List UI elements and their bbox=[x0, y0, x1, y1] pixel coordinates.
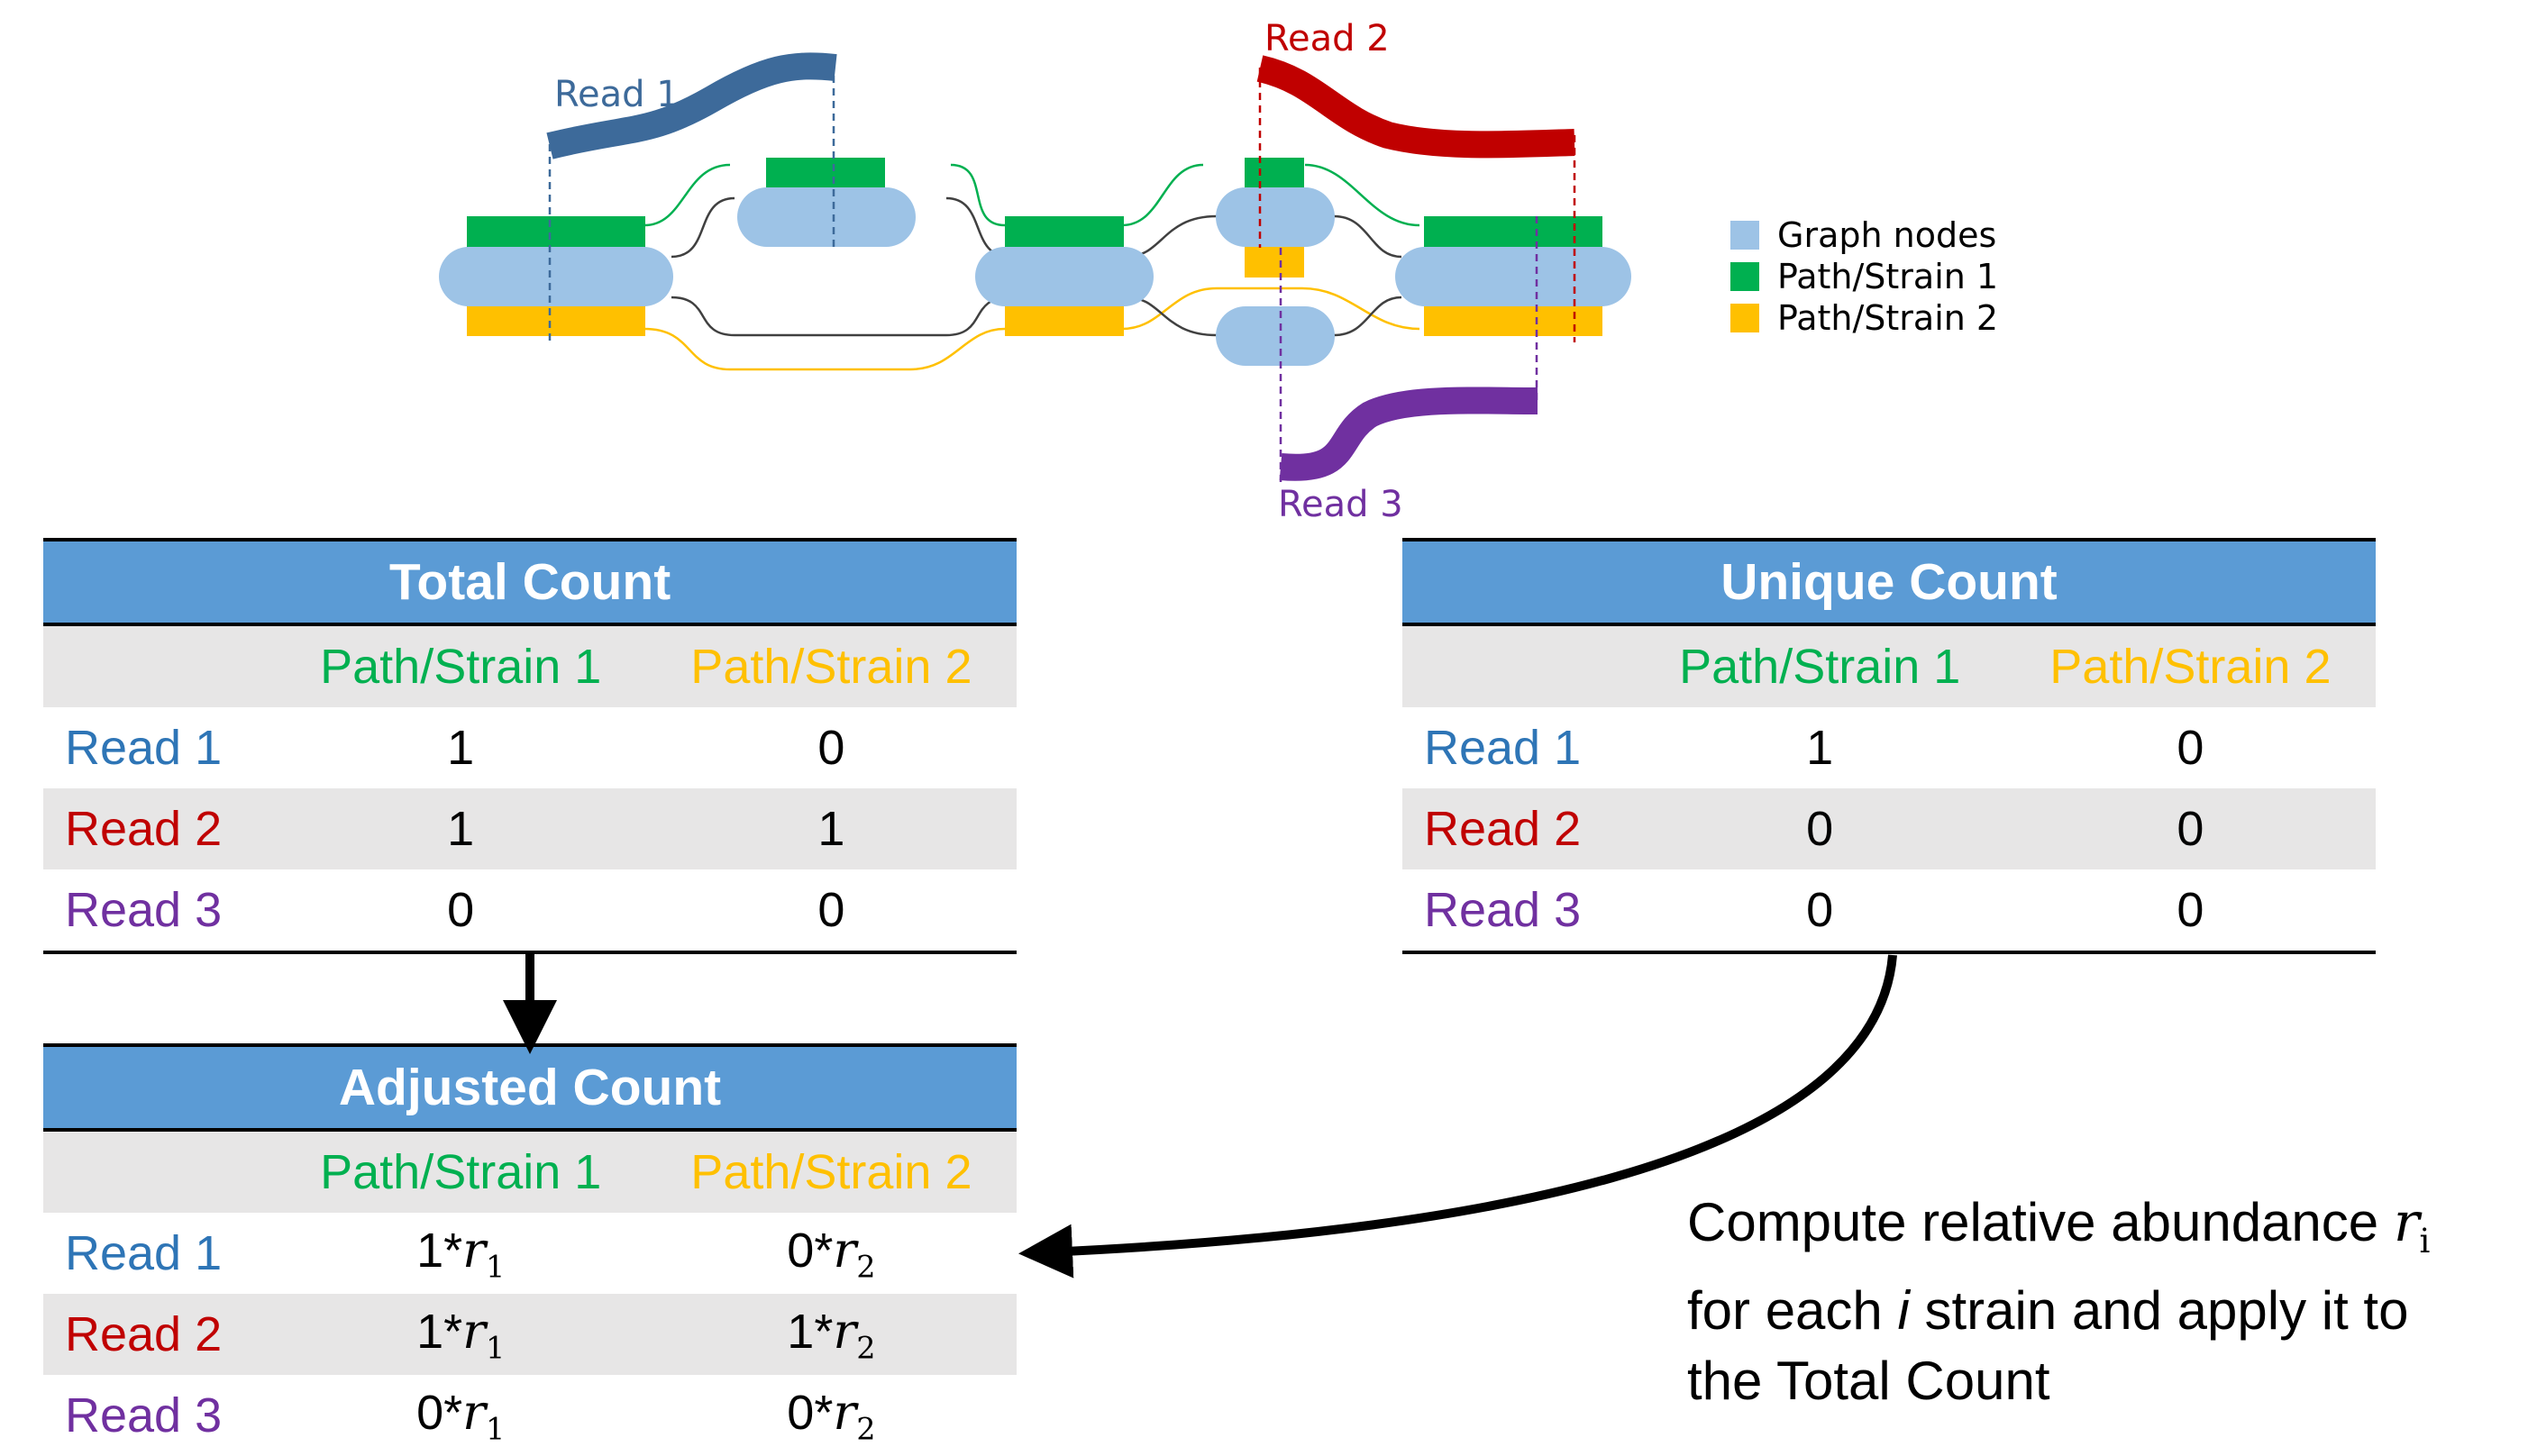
col-header-strain2: Path/Strain 2 bbox=[2004, 624, 2376, 707]
strain1-segment bbox=[1424, 216, 1602, 248]
cell-formula: 1*r1 bbox=[275, 1213, 646, 1294]
col-header-strain1: Path/Strain 1 bbox=[275, 1130, 646, 1213]
strain2-segment bbox=[1245, 246, 1304, 278]
strain1-segment bbox=[1245, 158, 1304, 189]
graph-node bbox=[737, 187, 916, 247]
table-row: Read 2 1 1 bbox=[43, 788, 1017, 869]
legend-label-strain1: Path/Strain 1 bbox=[1777, 257, 1998, 296]
table-row: Read 2 0 0 bbox=[1402, 788, 2376, 869]
strain1-segment bbox=[1005, 216, 1124, 248]
graph-nodes bbox=[439, 187, 1631, 366]
graph-node bbox=[1395, 247, 1631, 306]
graph-edge bbox=[1333, 296, 1402, 337]
graph-node bbox=[1216, 187, 1335, 247]
strain1-segment bbox=[766, 158, 885, 189]
cell-value: 0 bbox=[2004, 869, 2376, 954]
adjusted-count-table: Adjusted Count Path/Strain 1 Path/Strain… bbox=[43, 1043, 1017, 1456]
strain1-connector bbox=[1304, 163, 1420, 227]
graph-node bbox=[439, 247, 673, 306]
cell-value: 0 bbox=[1634, 788, 2005, 869]
legend-swatch-nodes bbox=[1730, 221, 1759, 250]
read1-curve bbox=[546, 52, 837, 159]
cell-formula: 1*r2 bbox=[645, 1294, 1017, 1375]
cell-value: 0 bbox=[2004, 788, 2376, 869]
cell-value: 0 bbox=[645, 869, 1017, 954]
row-label: Read 2 bbox=[1402, 788, 1635, 869]
col-header-strain2: Path/Strain 2 bbox=[645, 1130, 1017, 1213]
strain2-bars bbox=[467, 246, 1602, 336]
legend: Graph nodes Path/Strain 1 Path/Strain 2 bbox=[1730, 215, 1998, 338]
row-label: Read 2 bbox=[43, 788, 276, 869]
strain2-connector bbox=[1121, 287, 1420, 331]
read2-label: Read 2 bbox=[1264, 18, 1390, 59]
col-header-strain1: Path/Strain 1 bbox=[275, 624, 646, 707]
graph-node bbox=[1216, 306, 1335, 366]
table-row: Read 3 0 0 bbox=[1402, 869, 2376, 954]
strain1-connector bbox=[1121, 163, 1204, 227]
legend-swatch-strain2 bbox=[1730, 304, 1759, 332]
table-row: Read 3 0 0 bbox=[43, 869, 1017, 954]
row-label: Read 1 bbox=[43, 1213, 276, 1294]
strain1-connector bbox=[643, 163, 731, 227]
strain2-segment bbox=[1005, 305, 1124, 336]
table-row: Read 1 1*r1 0*r2 bbox=[43, 1213, 1017, 1294]
corner-cell bbox=[1402, 624, 1635, 707]
legend-swatch-strain1 bbox=[1730, 262, 1759, 291]
strain2-segment bbox=[467, 305, 645, 336]
table-row: Read 1 1 0 bbox=[43, 707, 1017, 788]
legend-label-strain2: Path/Strain 2 bbox=[1777, 298, 1998, 338]
unique-count-table: Unique Count Path/Strain 1 Path/Strain 2… bbox=[1402, 538, 2376, 954]
corner-cell bbox=[43, 1130, 276, 1213]
read2-curve bbox=[1256, 55, 1575, 159]
graph-node bbox=[975, 247, 1154, 306]
table-title: Total Count bbox=[43, 538, 1017, 626]
table-title: Unique Count bbox=[1402, 538, 2376, 626]
legend-label-nodes: Graph nodes bbox=[1777, 215, 1996, 255]
strain1-connector bbox=[950, 163, 1006, 227]
table-row: Read 1 1 0 bbox=[1402, 707, 2376, 788]
graph-edge bbox=[671, 296, 1010, 337]
col-header-strain1: Path/Strain 1 bbox=[1634, 624, 2005, 707]
col-header-strain2: Path/Strain 2 bbox=[645, 624, 1017, 707]
row-label: Read 1 bbox=[43, 707, 276, 788]
cell-value: 0 bbox=[1634, 869, 2005, 954]
read3-label: Read 3 bbox=[1278, 484, 1403, 525]
strain2-connector bbox=[643, 327, 1006, 371]
table-row: Read 2 1*r1 1*r2 bbox=[43, 1294, 1017, 1375]
graph-edge bbox=[671, 196, 735, 259]
strain2-segment bbox=[1424, 305, 1602, 336]
cell-value: 0 bbox=[2004, 707, 2376, 788]
cell-value: 1 bbox=[645, 788, 1017, 869]
cell-value: 0 bbox=[275, 869, 646, 954]
row-label: Read 3 bbox=[1402, 869, 1635, 954]
row-label: Read 3 bbox=[43, 869, 276, 954]
total-count-table: Total Count Path/Strain 1 Path/Strain 2 … bbox=[43, 538, 1017, 954]
strain1-bars bbox=[467, 158, 1602, 248]
cell-value: 1 bbox=[275, 707, 646, 788]
read3-curve bbox=[1279, 387, 1538, 481]
graph-edge bbox=[1333, 214, 1402, 259]
cell-formula: 0*r2 bbox=[645, 1213, 1017, 1294]
row-label: Read 2 bbox=[43, 1294, 276, 1375]
cell-value: 1 bbox=[1634, 707, 2005, 788]
corner-cell bbox=[43, 624, 276, 707]
variation-graph-diagram: Read 1 Read 2 Read 3 Graph nodes Path/St… bbox=[439, 18, 1998, 525]
cell-formula: 1*r1 bbox=[275, 1294, 646, 1375]
caption-text: Compute relative abundance ri for each i… bbox=[1687, 1191, 2431, 1412]
strain1-segment bbox=[467, 216, 645, 248]
cell-value: 0 bbox=[645, 707, 1017, 788]
read1-label: Read 1 bbox=[554, 74, 680, 115]
curved-arrow bbox=[1018, 954, 1897, 1279]
cell-value: 1 bbox=[275, 788, 646, 869]
row-label: Read 1 bbox=[1402, 707, 1635, 788]
